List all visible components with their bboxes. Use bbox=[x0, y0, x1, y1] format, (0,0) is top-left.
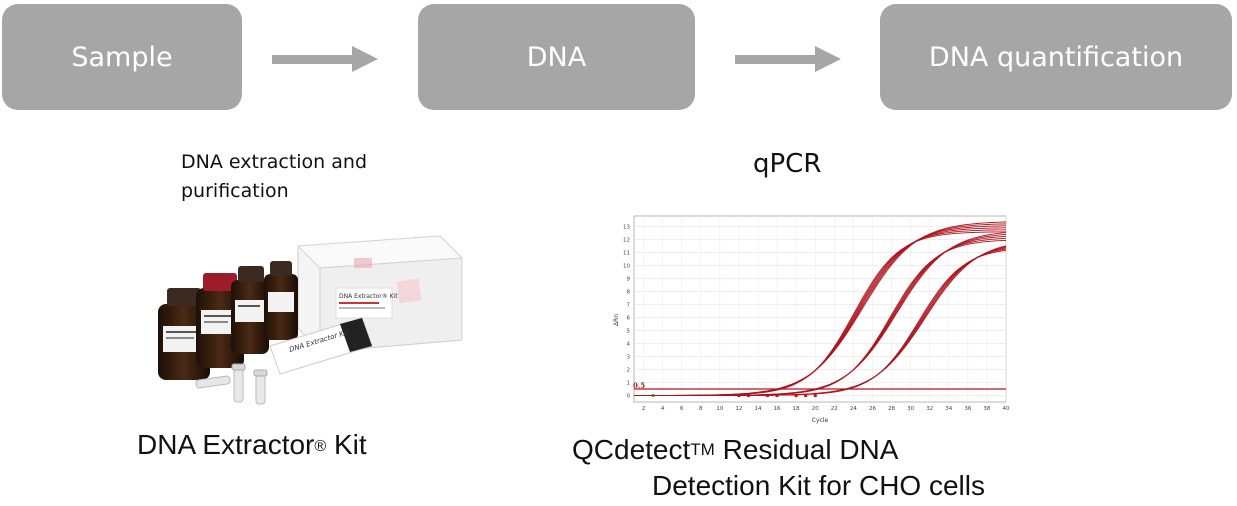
dna-box-label: DNA bbox=[526, 41, 587, 73]
qcdetect-caption-line2: Detection Kit for CHO cells bbox=[652, 470, 985, 501]
x-tick-label: 14 bbox=[755, 406, 762, 412]
dna-quantification-box-label: DNA quantification bbox=[928, 41, 1184, 73]
x-axis-label: Cycle bbox=[812, 417, 829, 424]
x-tick-label: 36 bbox=[964, 406, 971, 412]
x-tick-label: 8 bbox=[699, 406, 703, 412]
x-tick-label: 2 bbox=[642, 406, 646, 412]
y-tick-label: 3 bbox=[627, 354, 631, 360]
y-tick-label: 4 bbox=[627, 341, 631, 347]
y-tick-label: 1 bbox=[627, 380, 631, 386]
x-tick-label: 6 bbox=[680, 406, 684, 412]
arrow-right-icon bbox=[272, 46, 378, 72]
amplification-curve-0 bbox=[634, 231, 1007, 396]
y-tick-label: 9 bbox=[627, 276, 631, 282]
y-tick-label: 13 bbox=[623, 224, 630, 230]
extractor-suffix: Kit bbox=[326, 429, 367, 460]
y-tick-label: 10 bbox=[623, 263, 630, 269]
x-tick-label: 10 bbox=[716, 406, 723, 412]
y-tick-label: 5 bbox=[627, 328, 631, 334]
y-tick-label: 12 bbox=[623, 237, 630, 243]
qcdetect-name: QCdetect bbox=[572, 434, 691, 465]
x-tick-label: 22 bbox=[831, 406, 838, 412]
dna-box: DNA bbox=[418, 4, 695, 110]
ct-marker bbox=[804, 393, 808, 397]
x-tick-label: 16 bbox=[774, 406, 781, 412]
x-tick-label: 20 bbox=[812, 406, 819, 412]
qcdetect-rest: Residual DNA bbox=[714, 434, 899, 465]
x-tick-label: 30 bbox=[907, 406, 914, 412]
extraction-step-line2: purification bbox=[181, 180, 289, 202]
extraction-step-line1: DNA extraction and bbox=[181, 151, 368, 173]
dna-quantification-box: DNA quantification bbox=[880, 4, 1232, 110]
x-tick-label: 40 bbox=[1003, 406, 1010, 412]
qcdetect-caption-line1: QCdetectTM Residual DNA bbox=[572, 432, 898, 468]
ct-marker bbox=[813, 393, 817, 397]
y-tick-label: 8 bbox=[627, 289, 631, 295]
y-tick-label: 11 bbox=[623, 250, 630, 256]
x-tick-label: 4 bbox=[661, 406, 665, 412]
y-tick-label: 2 bbox=[627, 367, 631, 373]
dna-extractor-kit-photo: DNA Extractor® Kit DNA Extractor Kit bbox=[158, 235, 464, 405]
y-tick-label: 7 bbox=[627, 302, 631, 308]
sample-box: Sample bbox=[2, 4, 242, 110]
x-tick-label: 34 bbox=[945, 406, 952, 412]
registered-mark: ® bbox=[314, 438, 327, 455]
ct-marker bbox=[794, 393, 798, 397]
y-axis-label: ΔRn bbox=[613, 314, 620, 326]
trademark-mark: TM bbox=[690, 440, 715, 459]
dna-extractor-caption: DNA Extractor® Kit bbox=[137, 427, 367, 463]
y-tick-label: 0 bbox=[627, 393, 631, 399]
qpcr-step-label: qPCR bbox=[753, 149, 822, 179]
arrow-right-icon bbox=[735, 46, 841, 72]
x-tick-label: 12 bbox=[735, 406, 742, 412]
x-tick-label: 26 bbox=[869, 406, 876, 412]
plot-area bbox=[633, 215, 1007, 403]
threshold-label: 0.5 bbox=[633, 381, 645, 390]
kit-box-brand: DNA Extractor® Kit bbox=[339, 293, 398, 300]
x-tick-label: 18 bbox=[793, 406, 800, 412]
sample-box-label: Sample bbox=[71, 41, 173, 73]
x-tick-label: 24 bbox=[850, 406, 857, 412]
extractor-name: DNA Extractor bbox=[137, 429, 315, 460]
x-tick-label: 28 bbox=[888, 406, 895, 412]
y-tick-label: 6 bbox=[627, 315, 631, 321]
x-tick-label: 32 bbox=[926, 406, 933, 412]
extraction-step-label: DNA extraction and purification bbox=[181, 148, 367, 206]
x-tick-label: 38 bbox=[983, 406, 990, 412]
